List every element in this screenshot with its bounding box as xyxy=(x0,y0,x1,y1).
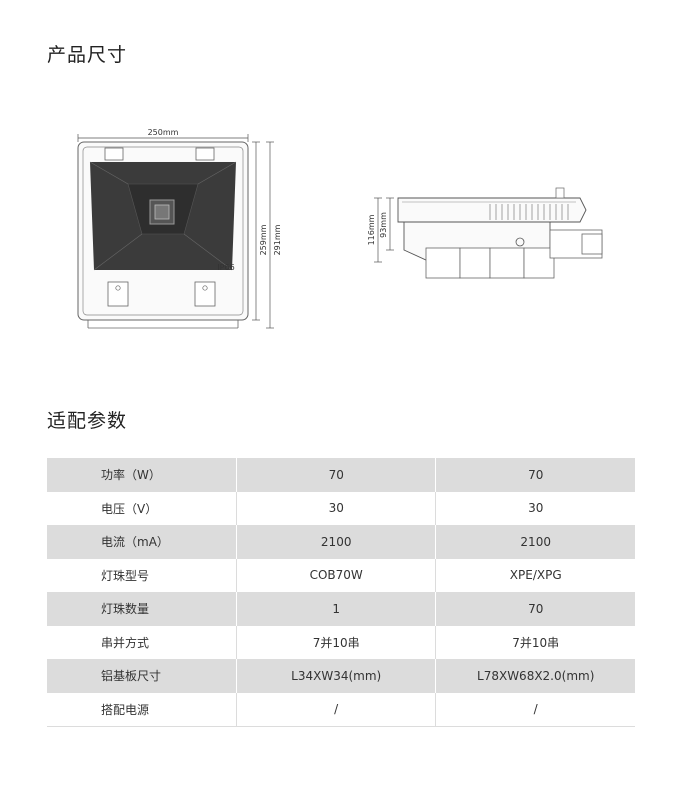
table-row: 灯珠型号 COB70W XPE/XPG xyxy=(47,558,635,592)
inner-height-dimension-label: 259mm xyxy=(259,224,268,255)
param-label: 电流（mA） xyxy=(47,525,237,559)
param-value-1: 7并10串 xyxy=(236,625,437,659)
table-row: 搭配电源 / / xyxy=(47,692,635,727)
param-value-2: / xyxy=(435,692,635,727)
param-value-1: 70 xyxy=(236,458,437,492)
param-label: 功率（W） xyxy=(47,458,237,492)
param-value-1: L34XW34(mm) xyxy=(236,659,437,693)
width-dimension-label: 250mm xyxy=(148,128,179,137)
param-value-1: COB70W xyxy=(236,558,437,592)
param-value-2: 2100 xyxy=(435,525,635,559)
param-value-2: XPE/XPG xyxy=(435,558,635,592)
params-table: 功率（W） 70 70 电压（V） 30 30 电流（mA） 2100 2100… xyxy=(47,458,635,727)
side-outer-height-label: 116mm xyxy=(367,214,376,245)
param-label: 搭配电源 xyxy=(47,692,237,727)
param-value-2: 70 xyxy=(435,592,635,626)
param-value-1: 1 xyxy=(236,592,437,626)
table-row: 电压（V） 30 30 xyxy=(47,491,635,525)
param-value-2: 70 xyxy=(435,458,635,492)
param-label: 串并方式 xyxy=(47,625,237,659)
front-view-drawing: 250mm IP66 259mm 291mm xyxy=(77,128,282,329)
dimensions-section-title: 产品尺寸 xyxy=(47,44,128,66)
table-row: 铝基板尺寸 L34XW34(mm) L78XW68X2.0(mm) xyxy=(47,659,635,693)
param-value-1: 2100 xyxy=(236,525,437,559)
side-view-drawing: 116mm 93mm xyxy=(367,187,603,279)
table-row: 功率（W） 70 70 xyxy=(47,458,635,492)
side-inner-height-label: 93mm xyxy=(379,212,388,238)
param-value-2: L78XW68X2.0(mm) xyxy=(435,659,635,693)
param-value-2: 30 xyxy=(435,491,635,525)
param-value-2: 7并10串 xyxy=(435,625,635,659)
outer-height-dimension-label: 291mm xyxy=(273,224,282,255)
param-label: 电压（V） xyxy=(47,491,237,525)
param-label: 灯珠数量 xyxy=(47,592,237,626)
param-value-1: 30 xyxy=(236,491,437,525)
table-row: 串并方式 7并10串 7并10串 xyxy=(47,625,635,659)
ip-rating-badge: IP66 xyxy=(217,263,234,272)
table-row: 灯珠数量 1 70 xyxy=(47,592,635,626)
params-section-title: 适配参数 xyxy=(47,410,128,432)
param-label: 铝基板尺寸 xyxy=(47,659,237,693)
table-row: 电流（mA） 2100 2100 xyxy=(47,525,635,559)
param-label: 灯珠型号 xyxy=(47,558,237,592)
param-value-1: / xyxy=(236,692,437,727)
